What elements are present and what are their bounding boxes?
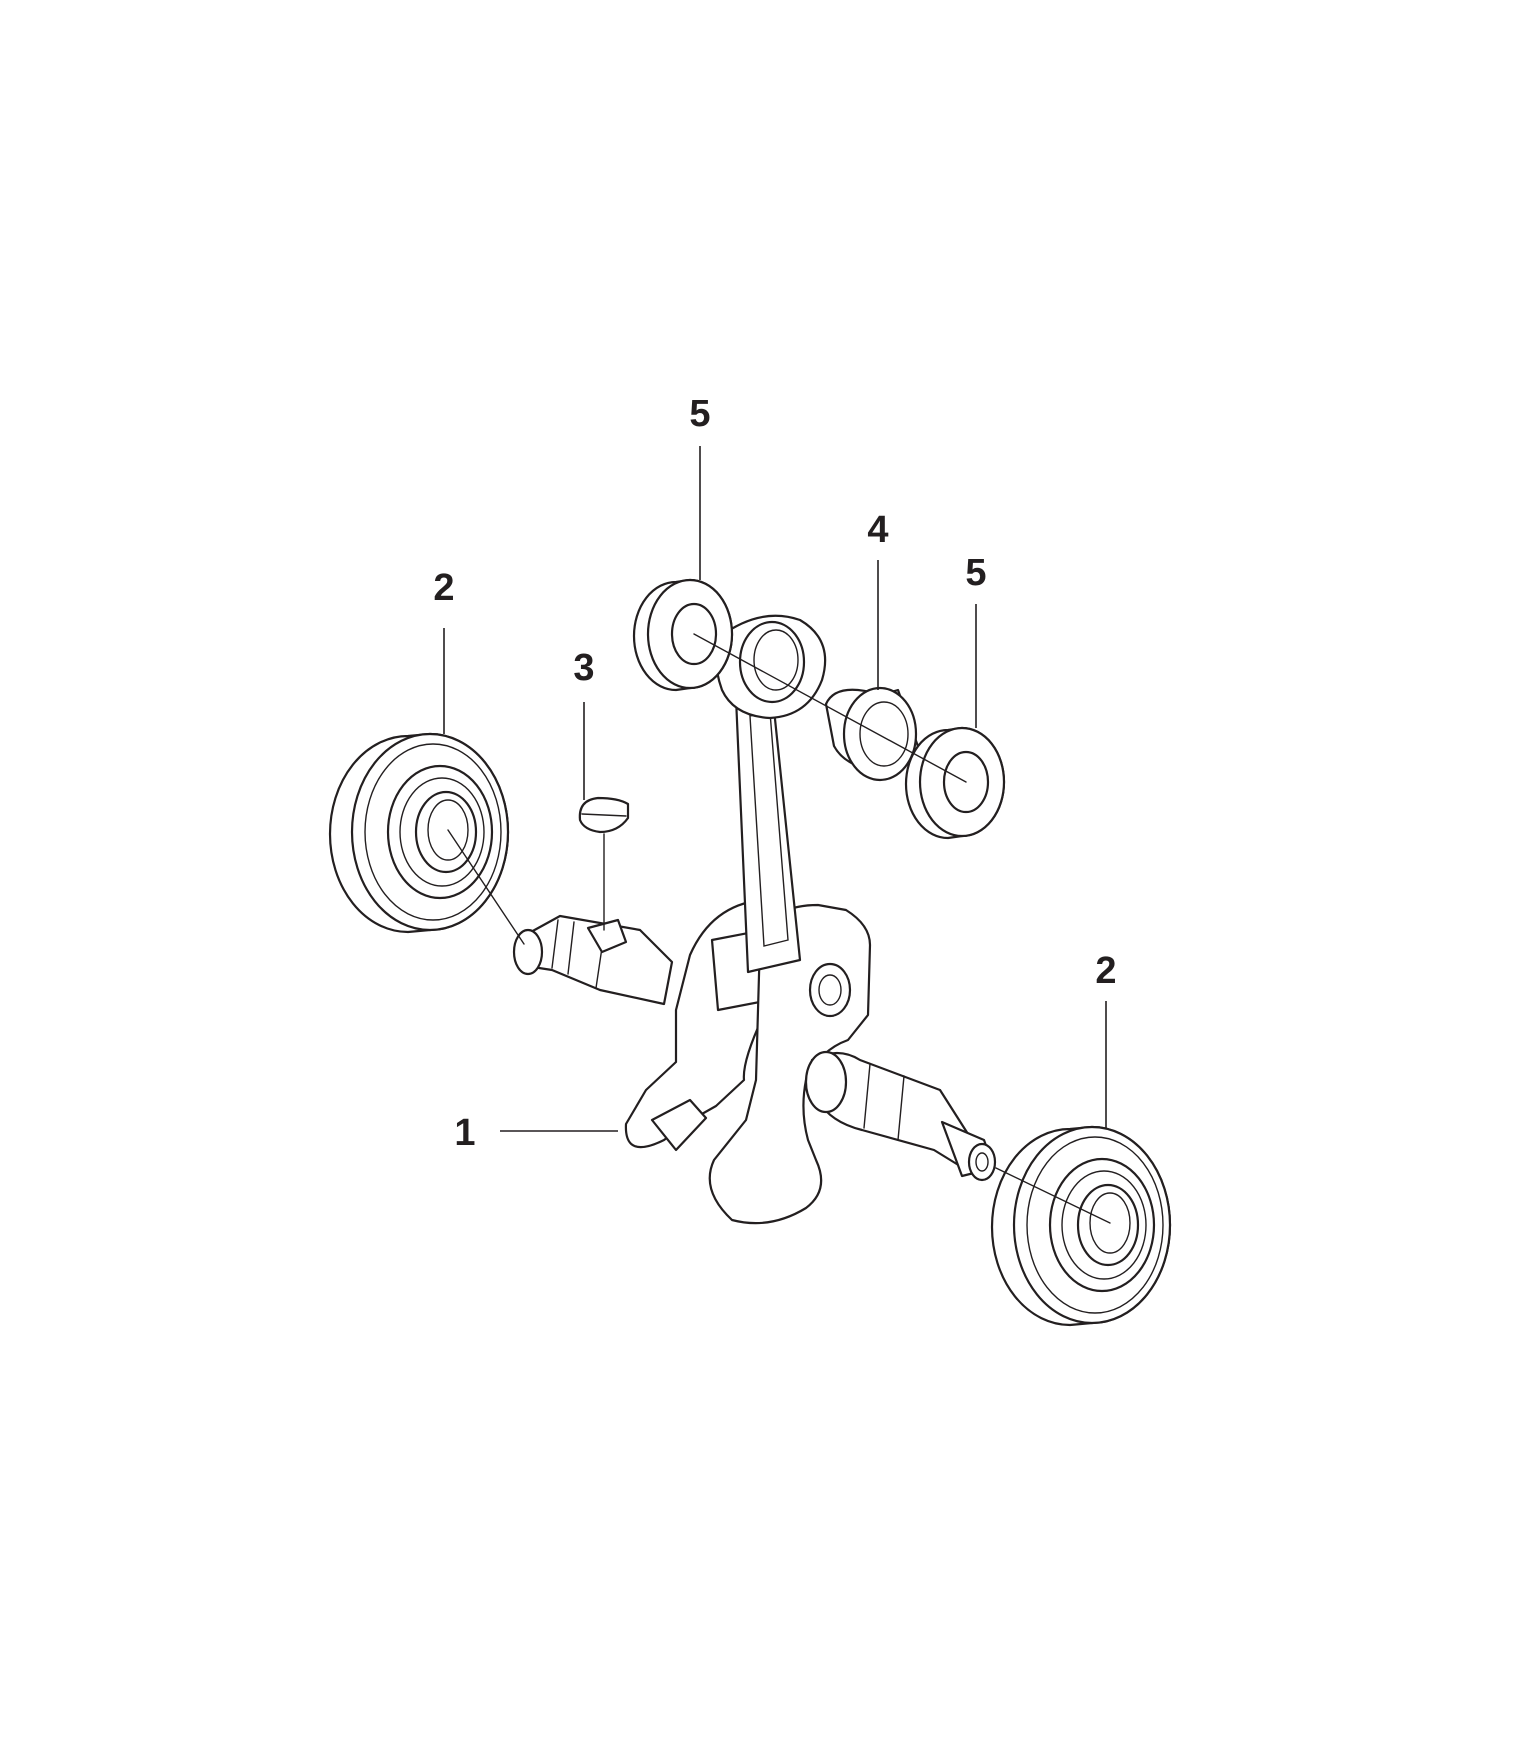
assembly-axis-lines [447,633,1111,1224]
callout-5-lower: 5 [965,552,986,594]
left-ball-bearing[interactable] [328,732,510,934]
right-ball-bearing[interactable] [990,1125,1172,1327]
callout-5-upper: 5 [689,393,710,435]
needle-bearing[interactable] [824,686,922,782]
thrust-washer-lower[interactable] [904,726,1006,840]
callout-1: 1 [454,1112,475,1154]
callout-4: 4 [867,509,888,551]
callout-2-right: 2 [1095,950,1116,992]
leader-lines [443,446,1107,1132]
callout-3: 3 [573,647,594,689]
connecting-rod[interactable] [714,614,827,974]
callout-2-left: 2 [433,567,454,609]
woodruff-key[interactable] [578,796,630,834]
crankshaft[interactable] [512,898,997,1225]
thrust-washer-upper[interactable] [632,578,734,692]
callout-labels: 1 2 2 3 4 5 5 [433,393,1116,1154]
